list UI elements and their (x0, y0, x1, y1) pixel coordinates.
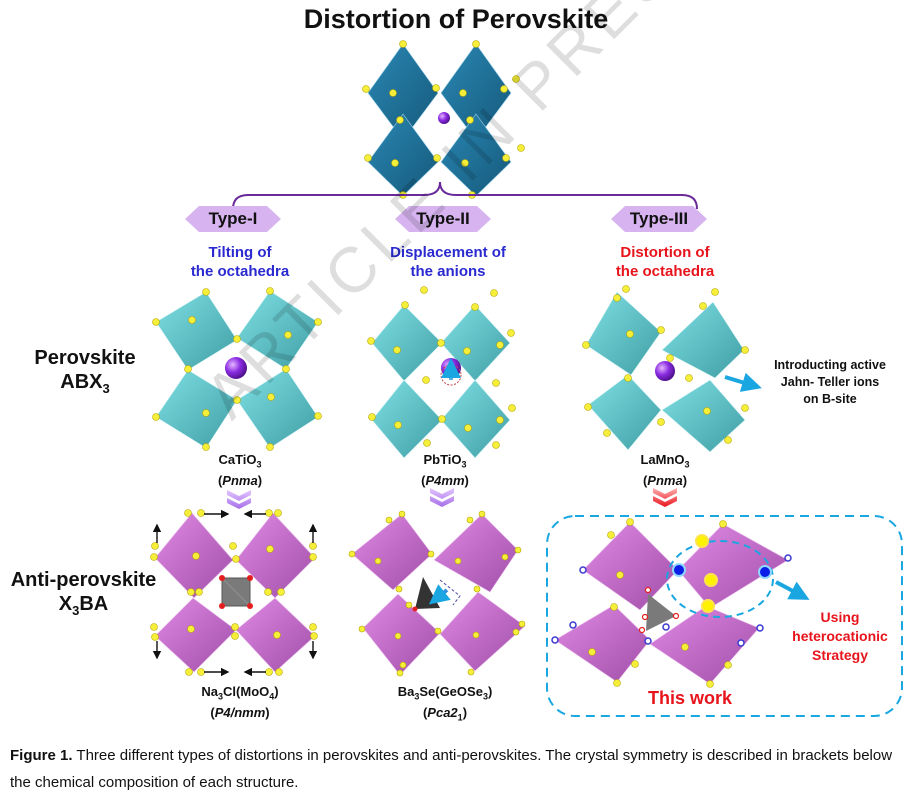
chevron-down-icon (227, 490, 251, 509)
formula-sub: 3 (218, 691, 224, 702)
type-i-label: Type-I (185, 206, 281, 232)
formula-sub: 3 (461, 459, 467, 470)
desc-line: the anions (410, 263, 486, 280)
note-line: Jahn- Teller ions (780, 375, 880, 389)
this-work-structure (551, 518, 810, 688)
lamno3-structure (582, 285, 762, 453)
chevron-down-icon (430, 488, 454, 507)
formula-sub: 3 (482, 691, 488, 702)
formula-sub: 3 (256, 459, 262, 470)
space-group: P4mm (425, 472, 465, 488)
formula-text: Ba (397, 684, 415, 699)
catio3-formula: CaTiO3 (Pnma) (217, 452, 263, 488)
branch-bracket (232, 181, 698, 210)
type-iii-label: Type-III (611, 206, 707, 232)
formula-sub: 1 (457, 712, 463, 723)
formula-sub: 4 (269, 691, 275, 702)
pbtio3-formula: PbTiO3 (P4mm) (421, 452, 469, 488)
formula-text: ) (274, 684, 279, 699)
row-label-formula: X3BA (6, 592, 161, 623)
ba3se-geose3-formula: Ba3Se(GeOSe3) (Pca21) (397, 684, 493, 723)
na3cl-moo4-formula: Na3Cl(MoO4) (P4/nmm) (201, 684, 279, 720)
row-label-line: Anti-perovskite (10, 569, 157, 591)
type-ii-description: Displacement of the anions (368, 243, 528, 281)
formula-sub: 3 (72, 603, 80, 618)
caption-text: Three different types of distortions in … (10, 747, 893, 791)
formula-text: Na (201, 684, 219, 699)
type-ii-label: Type-II (395, 206, 491, 232)
formula-text: X (58, 593, 73, 615)
formula-text: LaMnO (640, 452, 685, 467)
heterocation-highlight-circle (666, 540, 774, 618)
ideal-perovskite-structure (362, 40, 525, 199)
octahedron (367, 43, 512, 197)
space-group: Pca2 (427, 704, 458, 720)
jahn-teller-arrow-icon (724, 372, 762, 392)
na3cl-moo4-structure (150, 509, 318, 677)
perovskite-row-label: Perovskite ABX3 (20, 346, 150, 401)
formula-text: Cl(MoO (223, 684, 270, 699)
perovskite-diagram (150, 40, 903, 717)
type-i-description: Tilting of the octahedra (160, 243, 320, 281)
note-line: Introducting active (774, 358, 886, 372)
figure-title: Distortion of Perovskite (303, 4, 609, 34)
type-ii-text: Type-II (416, 209, 470, 228)
formula-sub: 3 (414, 691, 420, 702)
formula-text: Se(GeOSe (419, 684, 483, 699)
tetrahedron (646, 594, 676, 631)
note-line: Strategy (811, 647, 869, 663)
ba3se-geose3-structure (348, 510, 526, 677)
space-group: Pnma (222, 472, 258, 488)
formula-sub: 3 (684, 459, 690, 470)
formula-text: CaTiO (218, 452, 257, 467)
formula-text: ) (487, 684, 493, 699)
hexagon-shape (185, 206, 281, 232)
this-work-box (546, 515, 903, 717)
desc-line: the octahedra (190, 263, 290, 280)
pbtio3-structure (367, 286, 516, 459)
space-group: P4/nmm (214, 704, 266, 720)
hexagon-shape (611, 206, 707, 232)
a-site-cation (655, 361, 675, 381)
desc-line: Tilting of (208, 244, 272, 261)
anti-perovskite-row-label: Anti-perovskite X3BA (6, 568, 161, 623)
type-iii-text: Type-III (629, 209, 689, 228)
hexagon-shape (395, 206, 491, 232)
lamno3-formula: LaMnO3 (Pnma) (640, 452, 690, 488)
chevron-down-icon (653, 488, 677, 507)
desc-line: the octahedra (615, 263, 715, 280)
note-line: Using (820, 609, 860, 625)
formula-text: ABX (60, 371, 103, 393)
caption-label: Figure 1. (10, 747, 73, 764)
a-site-cation (225, 357, 247, 379)
desc-line: Displacement of (390, 244, 506, 261)
this-work-label: This work (647, 688, 732, 708)
heterocationic-note: Using heterocationic Strategy (780, 608, 900, 665)
space-group: Pnma (647, 472, 683, 488)
figure-caption: Figure 1. Three different types of disto… (10, 742, 902, 796)
type-iii-description: Distortion of the octahedra (585, 243, 745, 281)
strategy-arrow-icon (775, 580, 810, 600)
desc-line: Distortion of (620, 244, 710, 261)
type-i-text: Type-I (208, 209, 258, 228)
catio3-structure (152, 287, 322, 451)
a-site-cation (438, 112, 450, 124)
row-label-formula: ABX3 (20, 370, 150, 401)
formula-sub: 3 (102, 381, 110, 396)
row-label-line: Perovskite (34, 347, 136, 369)
note-line: heterocationic (792, 628, 888, 644)
formula-text: BA (79, 593, 109, 615)
jahn-teller-note: Introducting active Jahn- Teller ions on… (755, 357, 905, 408)
displacement-arrow-icon (152, 509, 318, 677)
formula-text: PbTiO (423, 452, 462, 467)
note-line: on B-site (803, 392, 857, 406)
geose3-tetrahedron (415, 577, 440, 609)
